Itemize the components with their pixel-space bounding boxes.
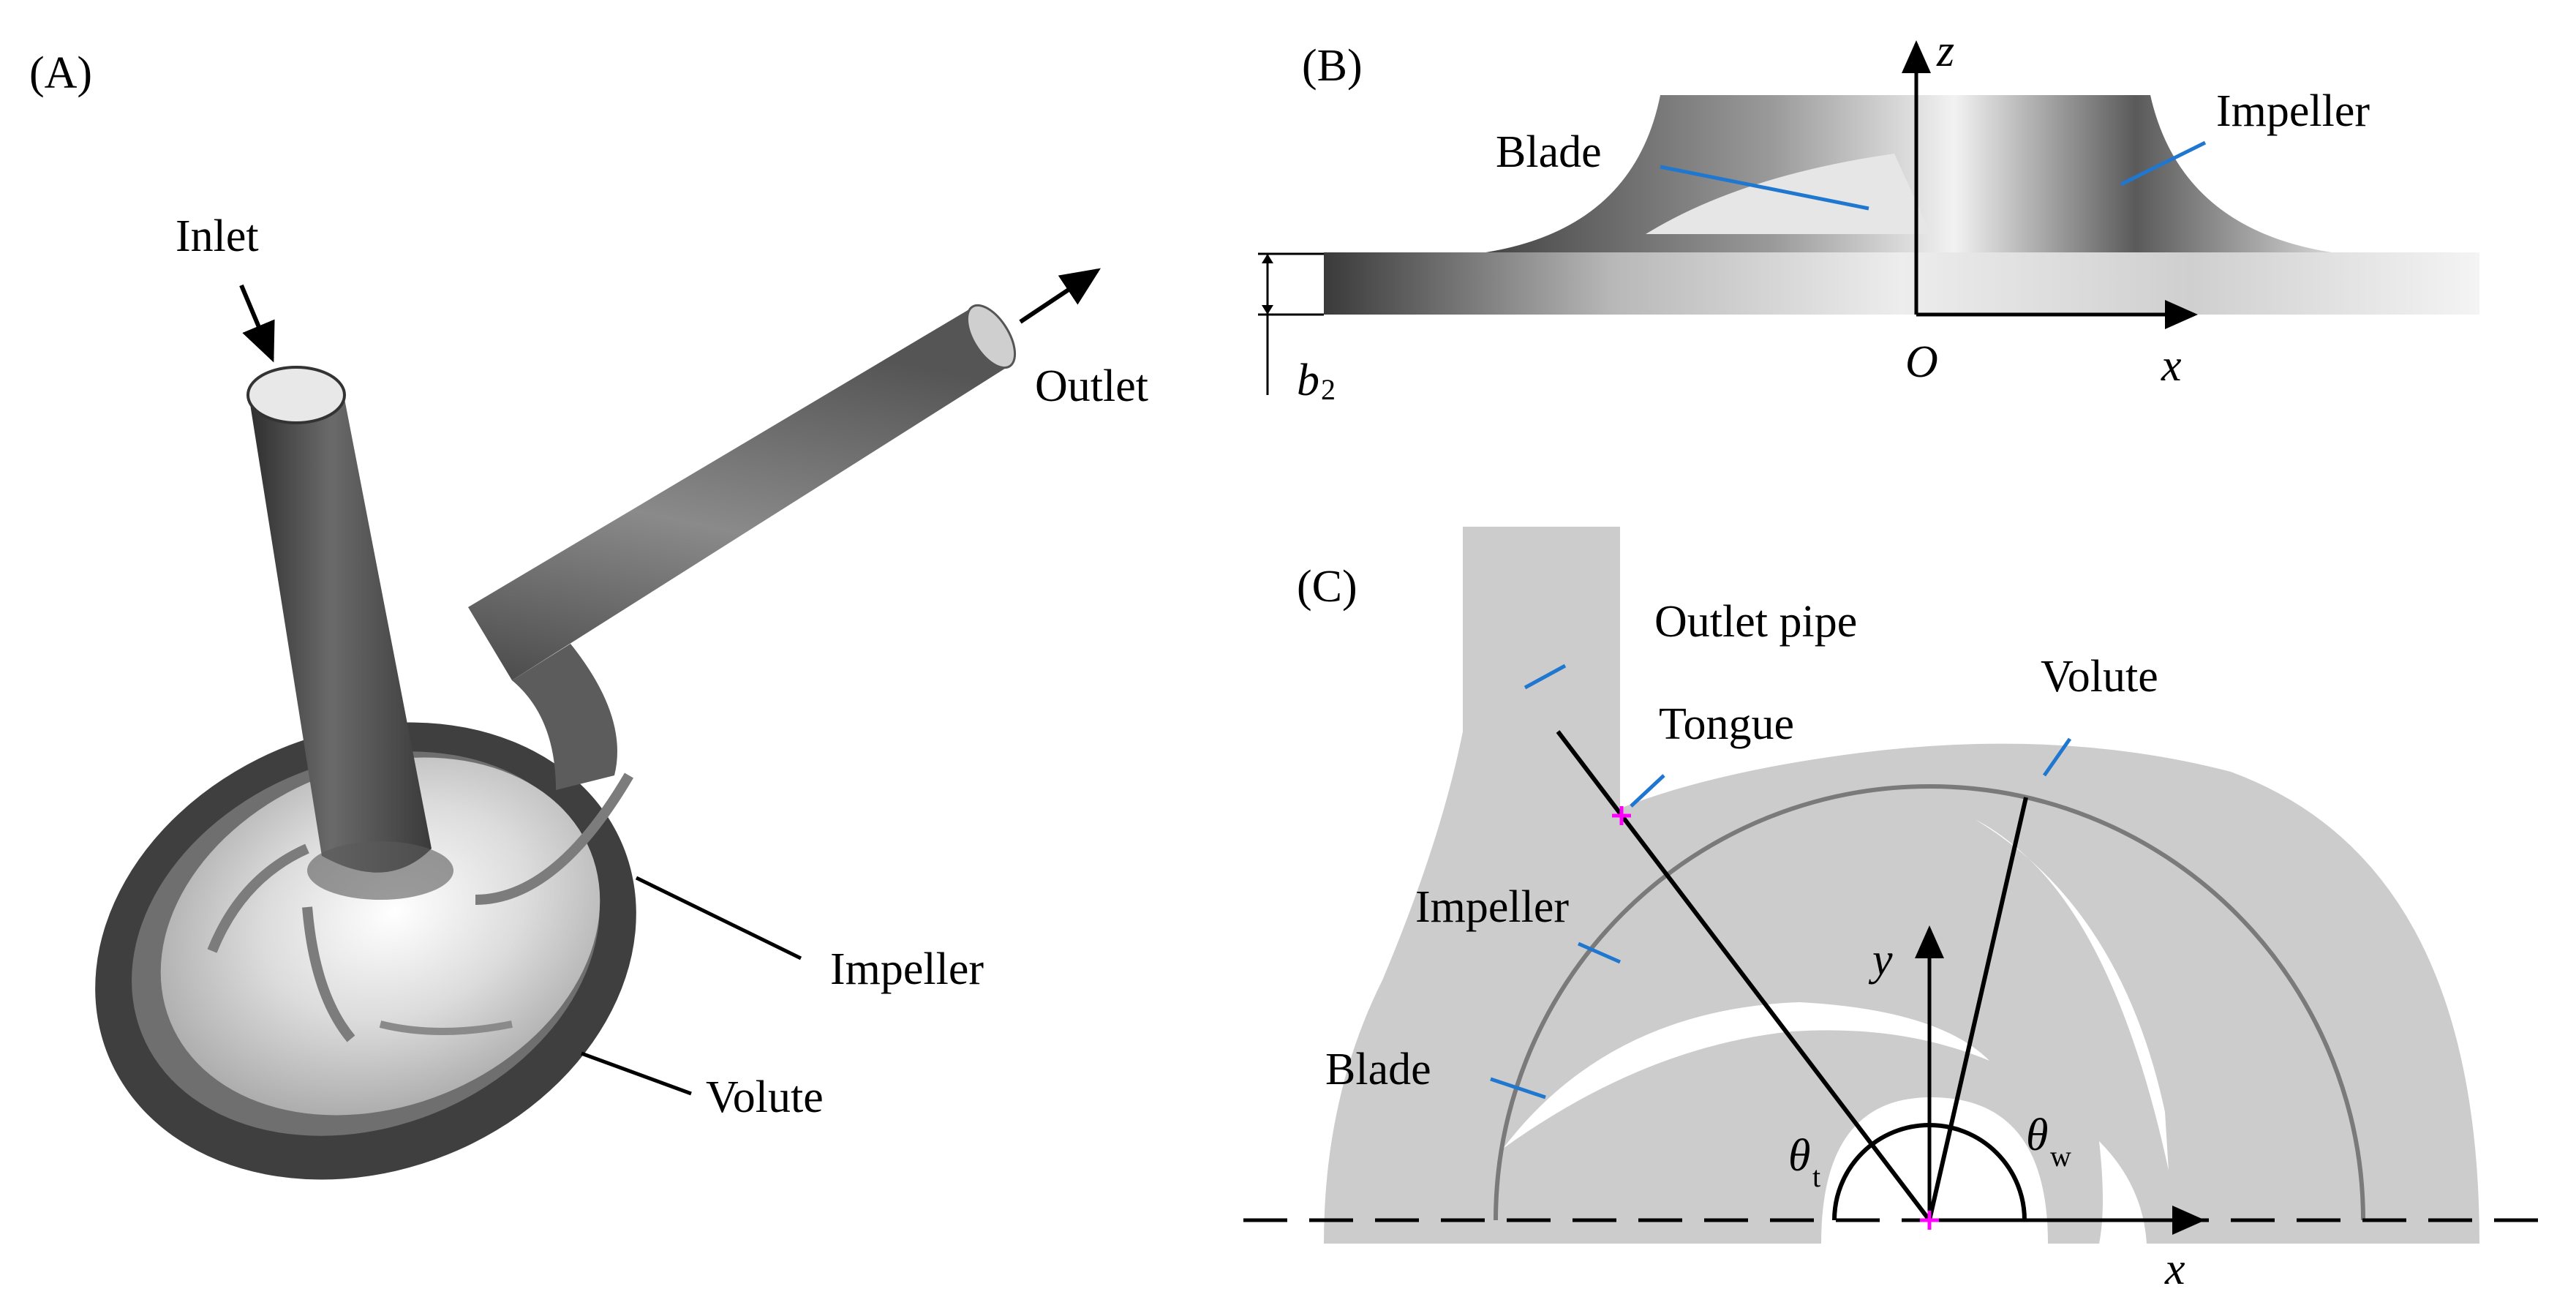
- angle-arc: [1832, 1123, 2027, 1221]
- panel-a: (A) Inlet: [29, 48, 1148, 1180]
- tongue-marker: [1612, 806, 1631, 825]
- impeller-circle-c: [1494, 784, 2365, 1221]
- panel-b: (B) Blade Impeller z x O b 2: [1258, 26, 2479, 406]
- impeller-disk-b: [1324, 252, 2479, 315]
- panel-c: (C) Outle: [1243, 527, 2560, 1294]
- impeller-label-c: Impeller: [1415, 882, 1569, 932]
- tongue-label: Tongue: [1659, 699, 1794, 749]
- volute-ray: [1927, 797, 2028, 1221]
- impeller-label-a: Impeller: [830, 944, 984, 994]
- panel-b-tag: (B): [1302, 41, 1363, 91]
- outlet-arrow: [1019, 268, 1101, 324]
- y-axis-label-c: y: [1868, 935, 1893, 985]
- impeller-disk-shape: [160, 757, 634, 1116]
- x-axis-label-b: x: [2161, 341, 2182, 391]
- x-axis-label-c: x: [2164, 1244, 2185, 1294]
- impeller-leader-a: [635, 876, 802, 960]
- theta-w-subscript: w: [2050, 1140, 2071, 1173]
- outlet-pipe-label: Outlet pipe: [1654, 597, 1857, 647]
- origin-marker: [1920, 1211, 1939, 1230]
- impeller-label-b: Impeller: [2216, 86, 2370, 136]
- impeller-leader-b: [2120, 140, 2207, 187]
- volute-label-c: Volute: [2041, 652, 2158, 702]
- b2-label: b: [1297, 356, 1319, 405]
- blade-label-c: Blade: [1325, 1045, 1431, 1094]
- outlet-pipe-shape: [468, 304, 1017, 790]
- outlet-label: Outlet: [1035, 361, 1148, 411]
- theta-w-label: θ: [2026, 1110, 2048, 1160]
- inlet-arrow: [239, 284, 275, 363]
- volute-leader-c: [2042, 737, 2072, 777]
- blade-label-b: Blade: [1496, 127, 1602, 177]
- blade-shape-c-left: [1503, 1002, 1989, 1148]
- tongue-leader: [1630, 774, 1665, 808]
- panel-c-tag: (C): [1297, 562, 1357, 612]
- panel-a-tag: (A): [29, 48, 92, 98]
- b2-subscript: 2: [1321, 373, 1336, 406]
- origin-label-b: O: [1905, 337, 1938, 387]
- inlet-cone-shape: [246, 366, 453, 900]
- theta-t-label: θ: [1788, 1131, 1810, 1181]
- volute-label-a: Volute: [706, 1072, 824, 1122]
- hub-region-c: [1821, 1097, 2048, 1244]
- blade-leader-c: [1490, 1077, 1546, 1099]
- theta-t-subscript: t: [1812, 1160, 1820, 1193]
- inlet-label: Inlet: [176, 211, 259, 261]
- volute-leader-a: [581, 1051, 692, 1096]
- blade-leader-b: [1660, 165, 1869, 211]
- blade-shape-c-bottom: [2099, 1141, 2147, 1244]
- outlet-pipe-leader: [1524, 663, 1567, 690]
- impeller-leader-c: [1577, 941, 1622, 964]
- z-axis-label-b: z: [1936, 26, 1954, 76]
